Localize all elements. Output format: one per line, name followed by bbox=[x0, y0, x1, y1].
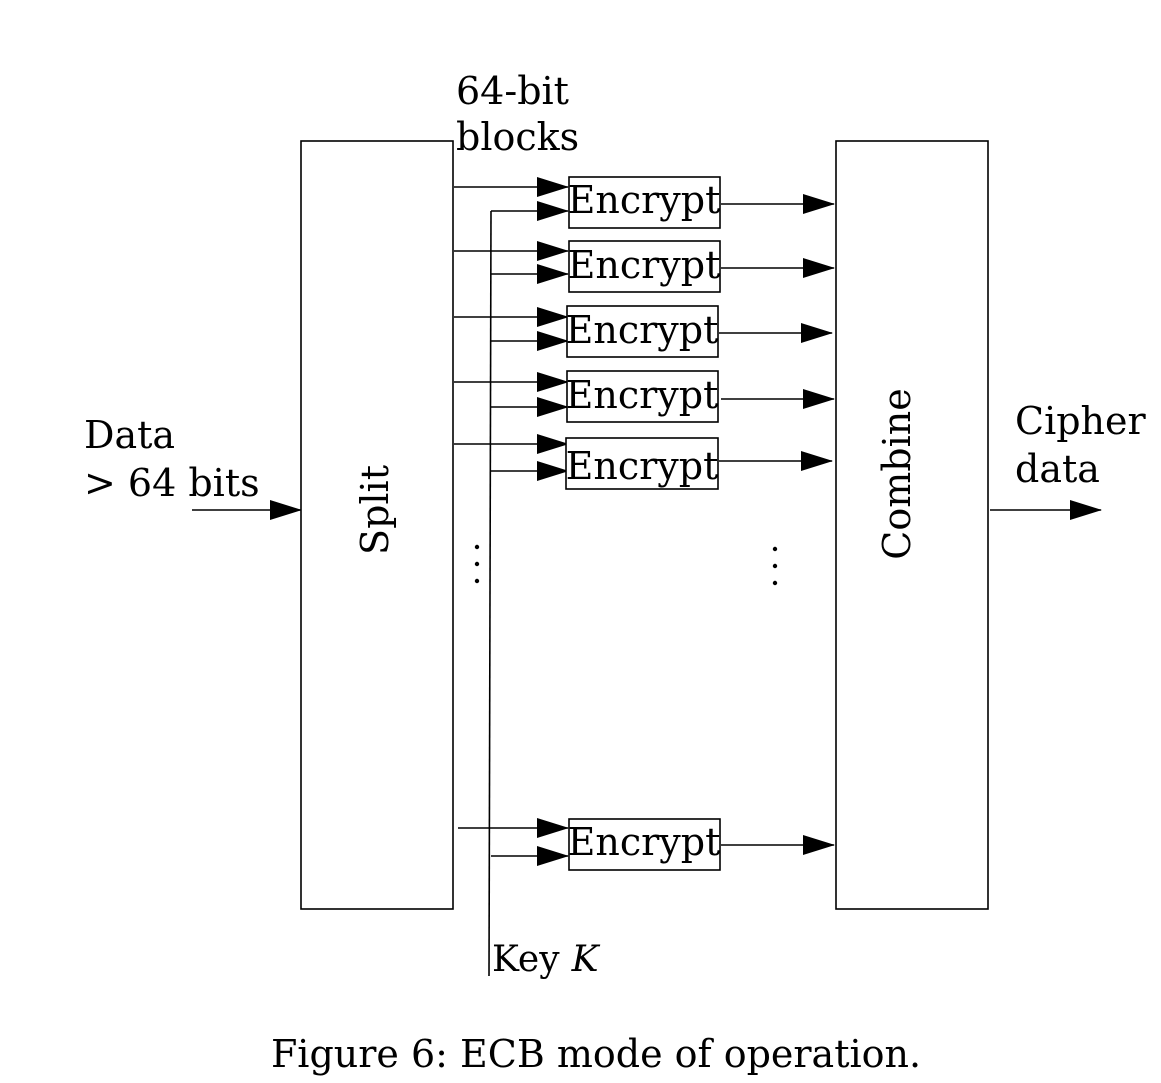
output-label-line2: data bbox=[1015, 447, 1100, 491]
encrypt-label: Encrypt bbox=[566, 308, 719, 352]
encrypt-box bbox=[568, 176, 721, 229]
ellipsis-left bbox=[474, 544, 480, 584]
split-label: Split bbox=[353, 465, 397, 555]
blocks-label-line1: 64-bit bbox=[456, 69, 569, 113]
figure-caption: Figure 6: ECB mode of operation. bbox=[271, 1032, 921, 1076]
ellipsis-right bbox=[772, 546, 778, 586]
blocks-label-line2: blocks bbox=[456, 115, 579, 159]
encrypt-box bbox=[566, 370, 719, 423]
encrypt-box bbox=[566, 305, 719, 358]
split-box bbox=[300, 140, 454, 910]
encrypt-label: Encrypt bbox=[566, 444, 719, 488]
encrypt-label: Encrypt bbox=[568, 820, 721, 864]
combine-box bbox=[835, 140, 989, 910]
combine-label: Combine bbox=[875, 388, 919, 559]
input-label-line2: > 64 bits bbox=[84, 461, 260, 505]
key-line bbox=[488, 210, 492, 977]
encrypt-label: Encrypt bbox=[566, 373, 719, 417]
encrypt-box bbox=[565, 437, 719, 490]
input-label-line1: Data bbox=[84, 413, 175, 457]
encrypt-label: Encrypt bbox=[568, 243, 721, 287]
encrypt-label: Encrypt bbox=[568, 178, 721, 222]
output-label-line1: Cipher bbox=[1015, 399, 1147, 443]
encrypt-box bbox=[568, 818, 721, 871]
encrypt-box bbox=[568, 240, 721, 293]
